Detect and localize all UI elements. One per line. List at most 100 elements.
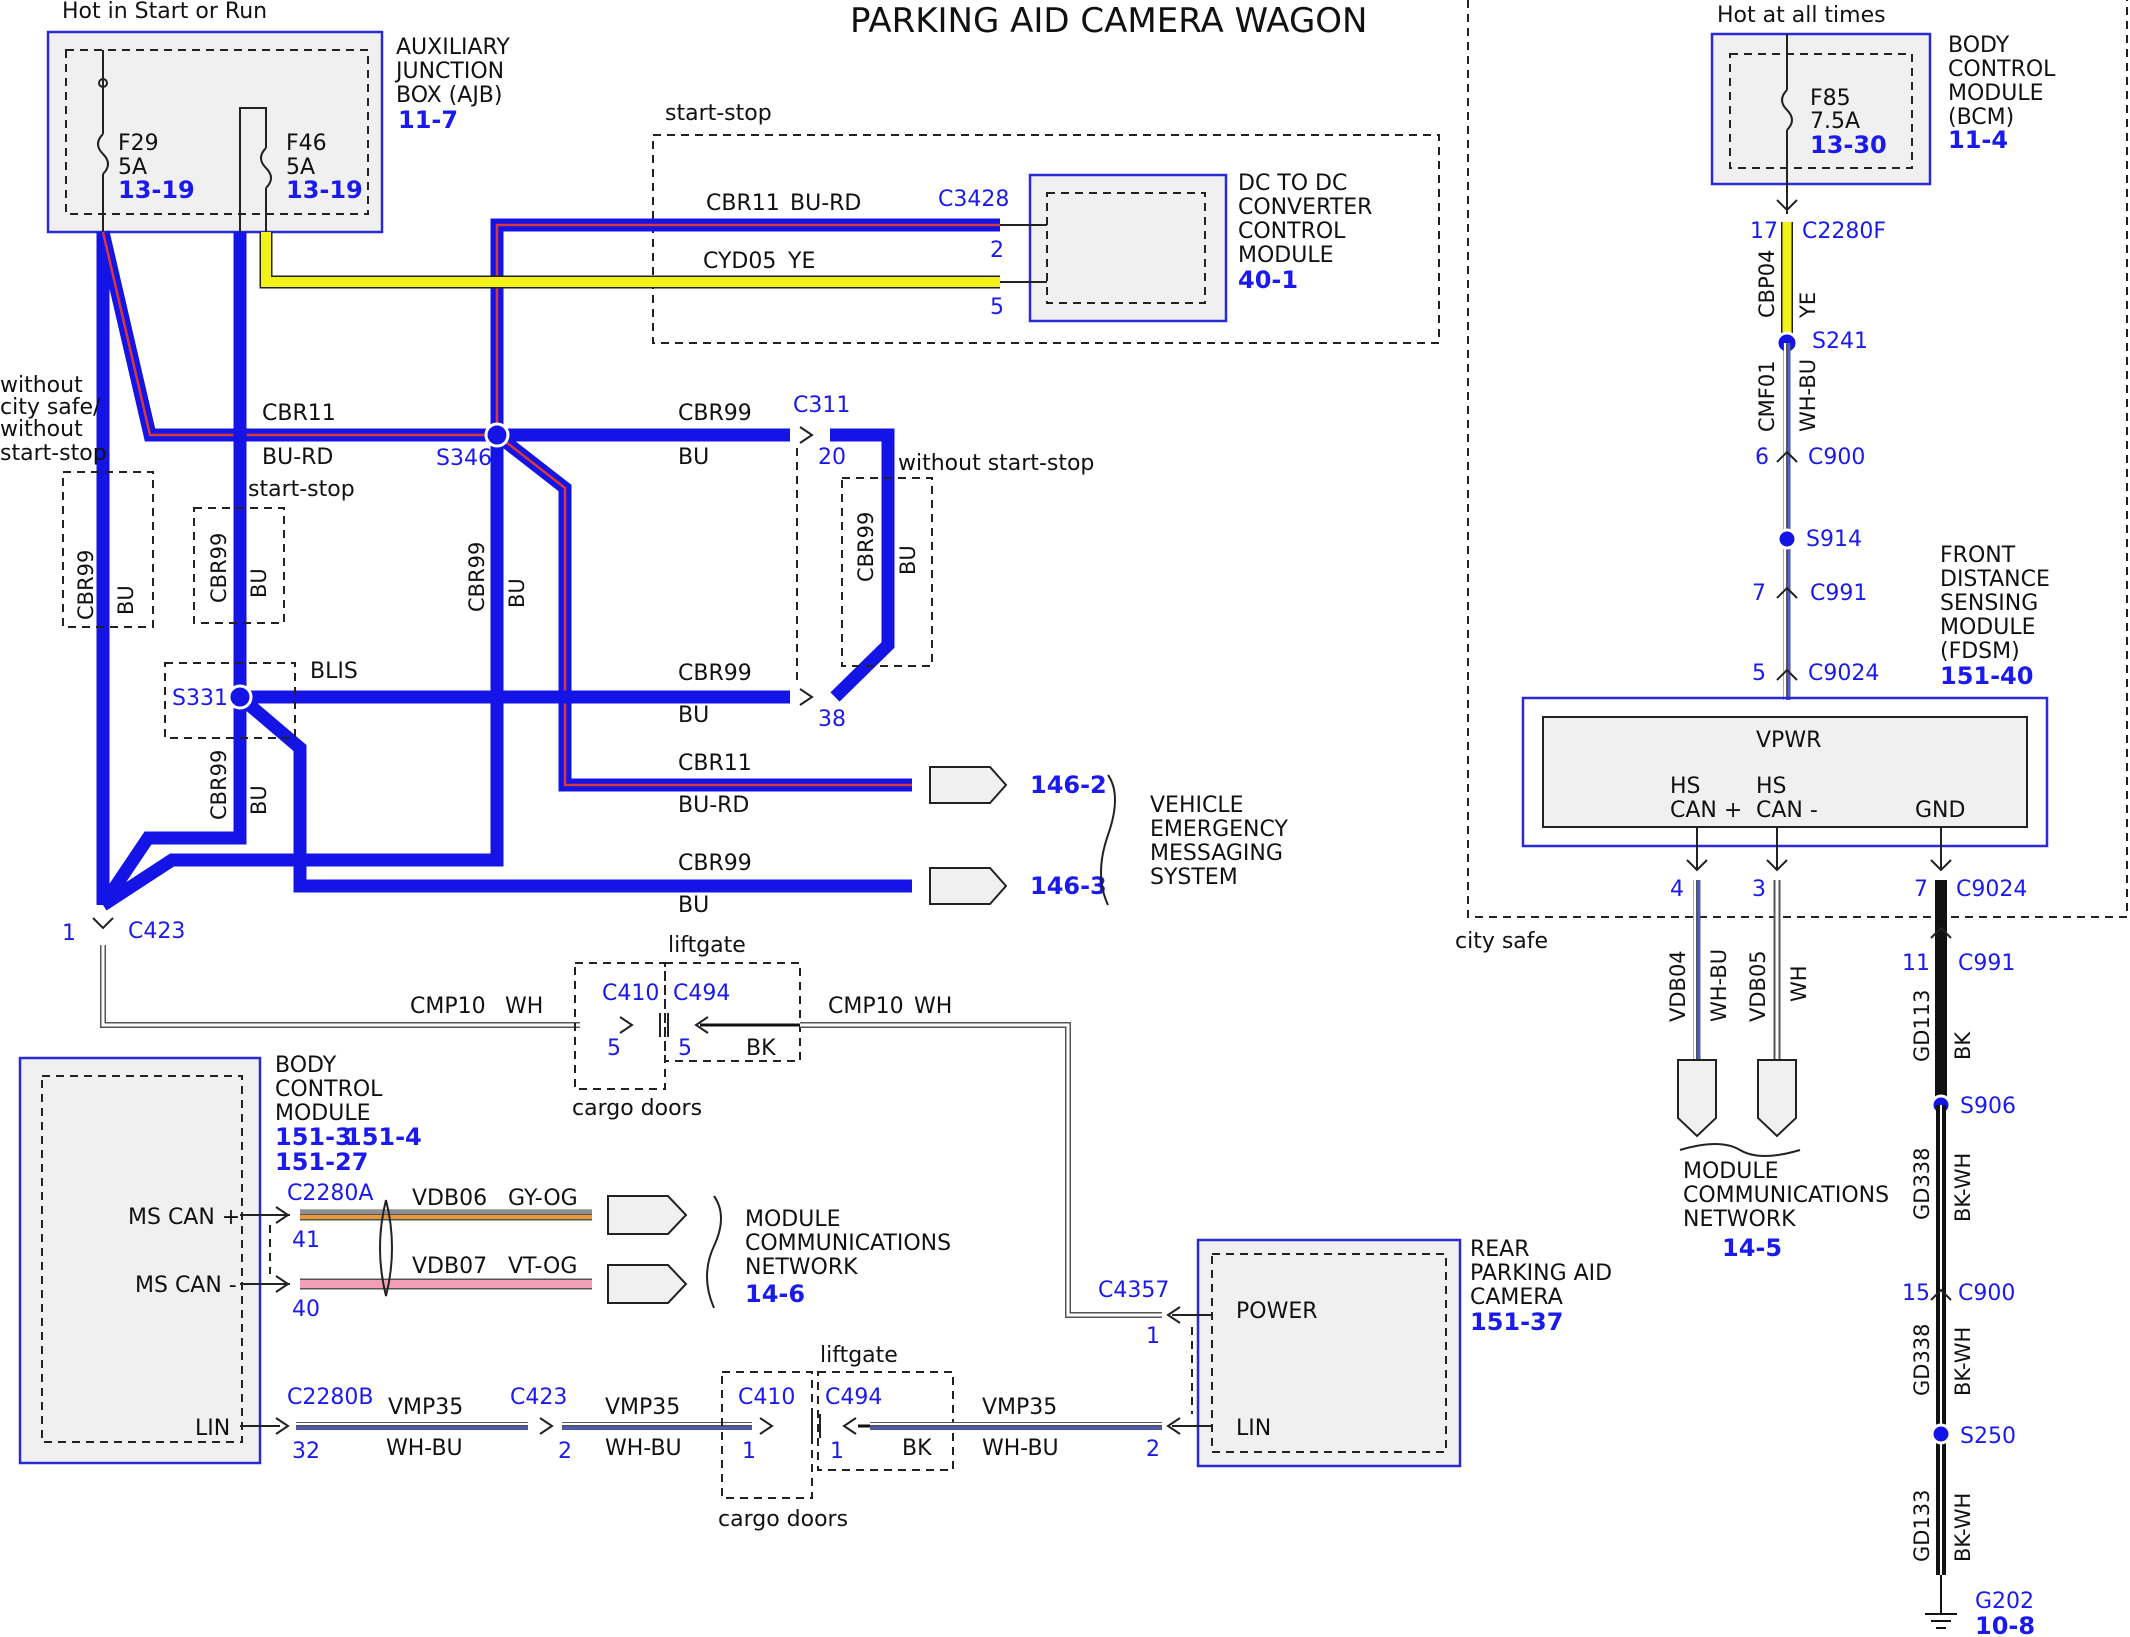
fdsm-hs-neg-1: HS bbox=[1756, 774, 1787, 799]
liftgate-2-label: liftgate bbox=[820, 1343, 898, 1368]
mcn-right-ref[interactable]: 14-5 bbox=[1722, 1234, 1782, 1262]
fdsm-ref[interactable]: 151-40 bbox=[1940, 662, 2033, 690]
gd133-id: GD133 bbox=[1910, 1489, 1934, 1562]
c410-top-box bbox=[574, 962, 666, 1090]
camera-name-2: PARKING AID bbox=[1470, 1261, 1612, 1286]
gd338-a-color: BK-WH bbox=[1951, 1153, 1975, 1222]
ajb-name-2: JUNCTION bbox=[394, 59, 504, 84]
dcdc-ref[interactable]: 40-1 bbox=[1238, 266, 1298, 294]
wire-cbr11-vems bbox=[493, 429, 912, 792]
bcm-left-module bbox=[18, 1056, 262, 1465]
mcn-left-connector-a-icon[interactable] bbox=[607, 1195, 688, 1235]
bcm-ms-can-neg: MS CAN - bbox=[135, 1273, 237, 1298]
dcdc-name-1: DC TO DC bbox=[1238, 171, 1347, 196]
s250-splice bbox=[1930, 1423, 1952, 1445]
mcn-right-connector-b-icon[interactable] bbox=[1757, 1059, 1797, 1138]
fdsm-name-2: DISTANCE bbox=[1940, 567, 2050, 592]
f85-name: F85 bbox=[1810, 86, 1851, 111]
f29-ref[interactable]: 13-19 bbox=[118, 176, 195, 204]
c9024-top-label: C9024 bbox=[1808, 661, 1879, 686]
c494-bot-pin: 1 bbox=[830, 1439, 844, 1464]
vems-ref-a[interactable]: 146-2 bbox=[1030, 771, 1107, 799]
c494-bot-label: C494 bbox=[825, 1385, 882, 1410]
ajb-ref[interactable]: 11-7 bbox=[398, 106, 458, 134]
c311-pin-38: 38 bbox=[818, 707, 846, 732]
vems-ref-b[interactable]: 146-3 bbox=[1030, 872, 1107, 900]
c900-bot-label: C900 bbox=[1958, 1281, 2015, 1306]
diagram-title: PARKING AID CAMERA WAGON bbox=[850, 1, 1368, 41]
c9024-top-arrow bbox=[1776, 668, 1798, 681]
twisted-pair-icon bbox=[379, 1199, 393, 1297]
vems-name-3: MESSAGING bbox=[1150, 841, 1283, 866]
camera-ref[interactable]: 151-37 bbox=[1470, 1308, 1563, 1336]
hot-all-times-label: Hot at all times bbox=[1717, 3, 1886, 28]
f85-fuse-icon bbox=[1781, 89, 1793, 131]
wire-cbr11-left-tracer bbox=[101, 231, 497, 437]
cbr99-right-id: CBR99 bbox=[678, 401, 752, 426]
bcm-left-ref-1[interactable]: 151-3 bbox=[275, 1123, 352, 1151]
vems-connector-b-icon[interactable] bbox=[929, 867, 1008, 905]
vdb06-id: VDB06 bbox=[412, 1186, 487, 1211]
g202-label: G202 bbox=[1975, 1589, 2034, 1614]
c900-bot-pin: 15 bbox=[1902, 1281, 1930, 1306]
f46-name: F46 bbox=[286, 131, 327, 156]
c900-bot-arrow bbox=[1930, 1288, 1952, 1301]
f46-ref[interactable]: 13-19 bbox=[286, 176, 363, 204]
mcn-left-connector-b-icon[interactable] bbox=[607, 1264, 688, 1304]
s331-splice bbox=[227, 684, 253, 710]
cbr11-left-color: BU-RD bbox=[262, 445, 333, 470]
c4357-pin-1: 1 bbox=[1146, 1324, 1160, 1349]
cbr99-e-color: BU bbox=[896, 545, 920, 575]
g202-ref[interactable]: 10-8 bbox=[1975, 1612, 2035, 1637]
bcm-top-ref[interactable]: 11-4 bbox=[1948, 126, 2008, 154]
c991-top-pin: 7 bbox=[1752, 581, 1766, 606]
s914-label: S914 bbox=[1806, 527, 1862, 552]
c2280b-pin: 32 bbox=[292, 1439, 320, 1464]
vems-connector-a-icon[interactable] bbox=[929, 766, 1008, 804]
c4357-pin-2: 2 bbox=[1146, 1437, 1160, 1462]
bk-liftgate-2-color: BK bbox=[902, 1436, 932, 1461]
vmp35-c-id: VMP35 bbox=[982, 1395, 1057, 1420]
c2280a-pos-arrow bbox=[275, 1206, 290, 1224]
fdsm-name-1: FRONT bbox=[1940, 543, 2016, 568]
vdb05-id: VDB05 bbox=[1746, 950, 1770, 1022]
f85-ref[interactable]: 13-30 bbox=[1810, 131, 1887, 159]
gd338-a-id: GD338 bbox=[1910, 1147, 1934, 1220]
cbr99-b-id: CBR99 bbox=[207, 533, 231, 603]
dcdc-name-4: MODULE bbox=[1238, 243, 1334, 268]
c3428-pin-5: 5 bbox=[990, 295, 1004, 320]
cmp10-a-color: WH bbox=[505, 994, 543, 1019]
c494-top-label: C494 bbox=[673, 981, 730, 1006]
bcm-left-ref-3[interactable]: 151-27 bbox=[275, 1148, 368, 1176]
c991-bot-arrow bbox=[1930, 926, 1952, 939]
vmp35-a-id: VMP35 bbox=[388, 1395, 463, 1420]
bcm-top-name-2: CONTROL bbox=[1948, 57, 2056, 82]
mcn-left-ref[interactable]: 14-6 bbox=[745, 1280, 805, 1308]
c2280a-pin-40: 40 bbox=[292, 1297, 320, 1322]
c423-bot-arrow bbox=[539, 1417, 554, 1435]
ajb-name-3: BOX (AJB) bbox=[396, 83, 502, 108]
c423-top-pin: 1 bbox=[62, 921, 76, 946]
bk-liftgate-1-color: BK bbox=[746, 1036, 776, 1061]
bcm-top-name-4: (BCM) bbox=[1948, 105, 2014, 130]
vems-brace bbox=[1100, 774, 1116, 906]
c410-bot-arrow bbox=[759, 1417, 774, 1435]
s250-label: S250 bbox=[1960, 1424, 2016, 1449]
mcn-right-name-1: MODULE bbox=[1683, 1159, 1779, 1184]
c494-top-pin: 5 bbox=[678, 1036, 692, 1061]
s346-label: S346 bbox=[436, 446, 492, 471]
hot-in-start-run-label: Hot in Start or Run bbox=[62, 0, 267, 24]
blue-harness bbox=[96, 218, 1000, 911]
c410-bot-pin: 1 bbox=[742, 1439, 756, 1464]
mcn-right-connector-a-icon[interactable] bbox=[1677, 1059, 1717, 1138]
c3428-pin-2: 2 bbox=[990, 238, 1004, 263]
c2280f-pin: 17 bbox=[1750, 219, 1778, 244]
c494-bot-box bbox=[817, 1371, 954, 1471]
cbr99-a-color: BU bbox=[114, 585, 138, 615]
bcm-left-ref-2[interactable]: 151-4 bbox=[345, 1123, 422, 1151]
cbr99-right-color: BU bbox=[678, 445, 709, 470]
c9024-bot-label: C9024 bbox=[1956, 877, 2027, 902]
cbr99-blis-id: CBR99 bbox=[678, 661, 752, 686]
cmp10-b-color: WH bbox=[914, 994, 952, 1019]
